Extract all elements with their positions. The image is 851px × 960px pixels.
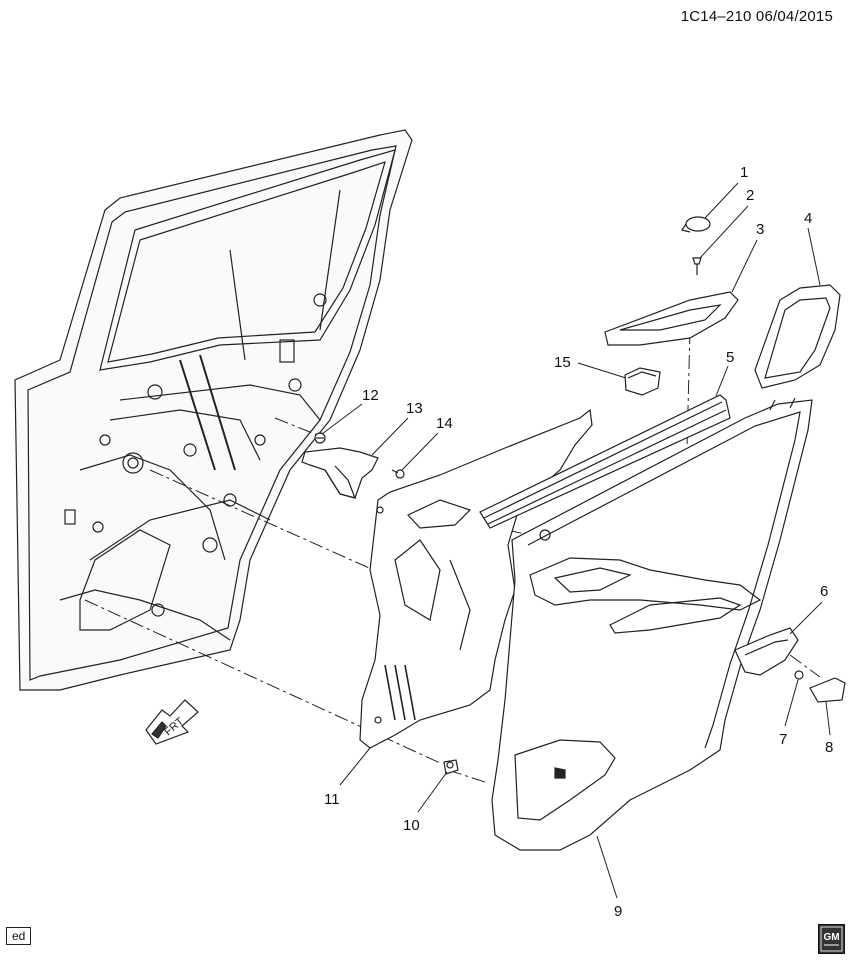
gm-logo-icon: GM [818,924,845,954]
callout-1: 1 [740,164,748,181]
callout-14: 14 [436,415,453,432]
callout-15: 15 [554,354,571,371]
handle-bracket [301,447,379,499]
screw-part-7 [794,670,804,680]
switch-bezel [604,291,739,346]
fastener-12 [314,432,326,444]
callout-7: 7 [779,731,787,748]
callout-2: 2 [746,187,754,204]
callout-3: 3 [756,221,764,238]
door-inner-panel [14,129,413,691]
diagram-code: 1C14–210 [680,8,752,25]
callout-4: 4 [804,210,812,227]
callout-9: 9 [614,903,622,920]
callout-labels: 1 2 3 4 5 6 7 8 9 10 11 12 13 14 15 [324,164,833,920]
upper-trim-part-4 [754,284,841,389]
gm-logo-letters: GM [823,932,839,943]
frt-arrow-icon: FRT [145,699,199,745]
push-pin [443,759,459,775]
leader-lines [321,182,831,899]
door-trim-panel [491,397,813,851]
screw-part-2 [692,257,702,275]
callout-11: 11 [324,791,340,808]
callout-13: 13 [406,400,423,417]
cap-part-1 [681,216,711,233]
water-deflector [359,408,593,749]
callout-10: 10 [403,817,420,834]
inside-handle [734,627,799,676]
fastener-14 [391,469,405,479]
callout-8: 8 [825,739,833,756]
window-sealing-strip [479,394,731,529]
diagram-date: 06/04/2015 [755,8,833,25]
footer-tag: ed [6,927,32,945]
callout-12: 12 [362,387,379,404]
callout-5: 5 [726,349,734,366]
cover-part-8 [809,677,846,703]
diagram-header: 1C14–210 06/04/2015 [681,8,833,25]
window-switch [624,367,661,396]
callout-6: 6 [820,583,828,600]
